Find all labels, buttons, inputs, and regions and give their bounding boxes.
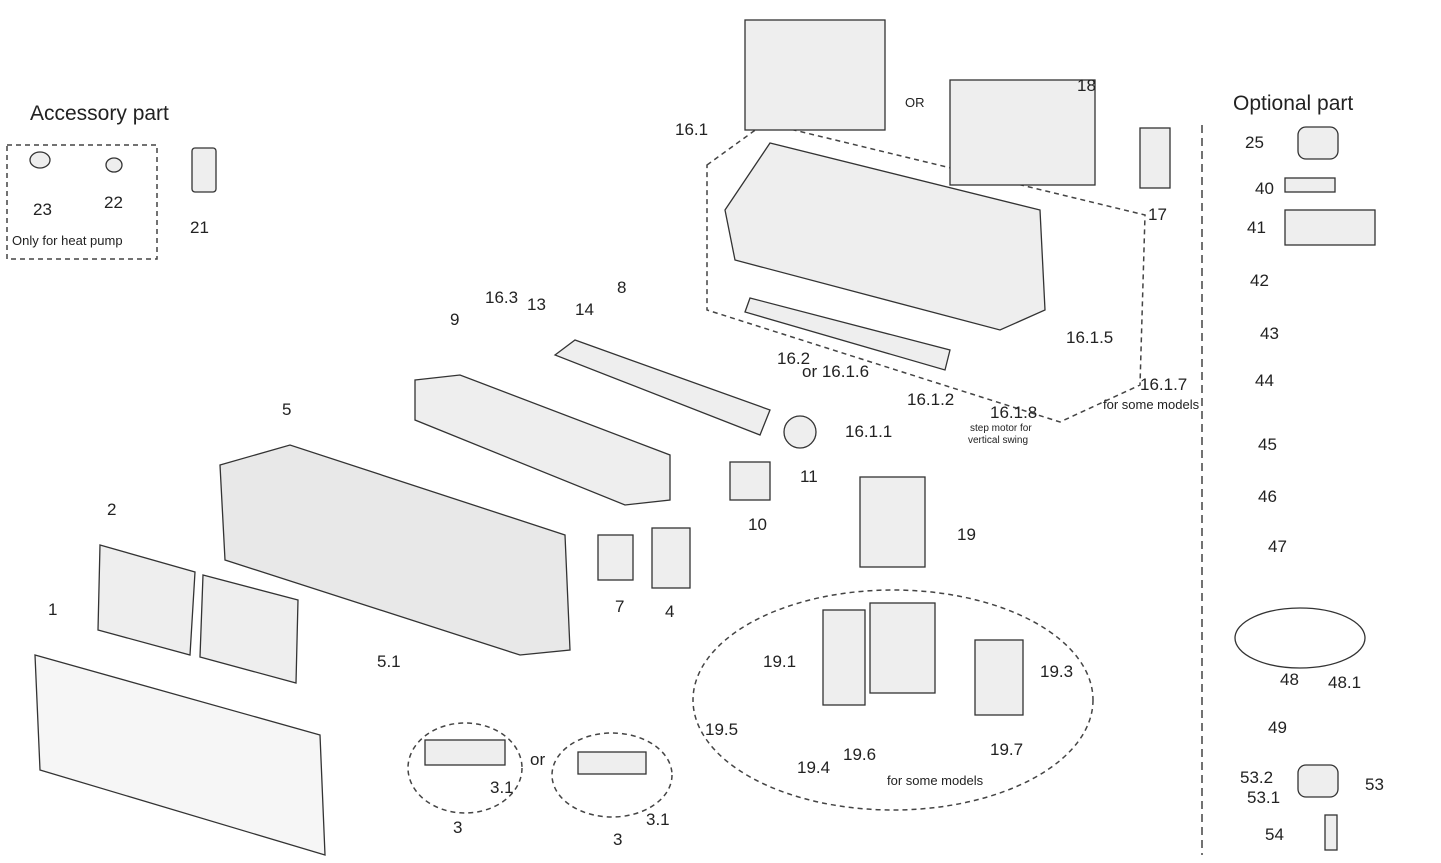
heat-pump-note: Only for heat pump — [12, 233, 123, 248]
wall-plate-b — [949, 79, 1096, 186]
bracket-17 — [1139, 127, 1171, 189]
part-label: 16.1.7 — [1140, 375, 1188, 394]
wall-plate-a — [744, 19, 886, 131]
part-label: 53 — [1365, 775, 1384, 794]
part-label: 49 — [1268, 718, 1287, 737]
box-cover-7 — [597, 534, 634, 581]
part-label: 16.1.2 — [907, 390, 955, 409]
part-label: 11 — [800, 467, 818, 486]
chassis-body — [219, 444, 571, 656]
fan-blower — [553, 339, 771, 436]
part-label: 16.1.5 — [1066, 328, 1114, 347]
part-label: 43 — [1260, 324, 1279, 343]
some-models-note: for some models — [1103, 397, 1200, 412]
or-note: OR — [905, 95, 925, 110]
part-label: 41 — [1247, 218, 1266, 237]
part-label: 54 — [1265, 825, 1284, 844]
part-label: 45 — [1258, 435, 1277, 454]
part-label: 19.6 — [843, 745, 877, 764]
part-label: 19.1 — [763, 652, 797, 671]
part-label: 19.5 — [705, 720, 739, 739]
remote-control — [191, 147, 217, 193]
part-label: 19.7 — [990, 740, 1024, 759]
part-label: 3.1 — [646, 810, 670, 829]
part-label: 10 — [748, 515, 767, 534]
back-chassis — [724, 142, 1046, 331]
part-label: 47 — [1268, 537, 1287, 556]
accessory-dashed-box — [6, 144, 158, 260]
part-label: 2 — [107, 500, 117, 519]
ring-icon — [105, 157, 123, 173]
cover-19-3 — [974, 639, 1024, 716]
part-label: 23 — [33, 200, 52, 219]
display-3a — [424, 739, 506, 766]
display-option-a-outline — [407, 722, 523, 814]
part-label: 5 — [282, 400, 292, 419]
pcb-4 — [651, 527, 691, 589]
part-label: 13 — [527, 295, 546, 314]
accessory-heading: Accessory part — [30, 102, 169, 125]
box-19-1 — [822, 609, 866, 706]
motor-holder — [729, 461, 771, 501]
part-label: 4 — [665, 602, 675, 621]
display-option-b-outline — [551, 732, 673, 818]
part-label: 5.1 — [377, 652, 401, 671]
part-label: 16.2 — [777, 349, 811, 368]
part-label: 21 — [190, 218, 209, 237]
part-label: 44 — [1255, 371, 1274, 390]
electric-box — [859, 476, 926, 568]
box-19-2 — [869, 602, 936, 694]
part-label: 7 — [615, 597, 625, 616]
some-models-note: for some models — [887, 773, 984, 788]
part-label: 16.1.1 — [845, 422, 893, 441]
part-label: 40 — [1255, 179, 1274, 198]
or-16-1-6-note: or 16.1.6 — [802, 362, 870, 381]
part-label: 25 — [1245, 133, 1264, 152]
part-label: 53.1 — [1247, 788, 1281, 807]
step-motor-note: step motor for — [970, 423, 1032, 434]
filter-right — [199, 574, 299, 684]
control-box-detail-outline — [692, 589, 1094, 811]
part-label: 14 — [575, 300, 594, 319]
part-label: 53.2 — [1240, 768, 1274, 787]
optional-53 — [1297, 764, 1339, 798]
part-label: 46 — [1258, 487, 1277, 506]
part-label: 19 — [957, 525, 976, 544]
front-panel — [34, 654, 326, 856]
part-label: 48 — [1280, 670, 1299, 689]
part-label: 16.1 — [675, 120, 709, 139]
part-label: 1 — [48, 600, 58, 619]
optional-25 — [1297, 126, 1339, 160]
part-label: 17 — [1148, 205, 1167, 224]
part-label: 8 — [617, 278, 627, 297]
filter-left — [97, 544, 196, 656]
part-label: 48.1 — [1328, 673, 1362, 692]
part-label: 3 — [453, 818, 463, 837]
part-label: 42 — [1250, 271, 1269, 290]
part-label: 22 — [104, 193, 123, 212]
part-label: 3.1 — [490, 778, 514, 797]
part-label: 19.4 — [797, 758, 831, 777]
louver — [744, 297, 951, 371]
or-note: or — [530, 750, 546, 769]
part-label: 9 — [450, 310, 460, 329]
optional-41 — [1284, 209, 1376, 246]
step-motor-note: vertical swing — [968, 435, 1029, 446]
chassis-group-outline — [706, 122, 1146, 423]
part-label: 16.1.8 — [990, 403, 1038, 422]
drain-hose-icon — [29, 151, 51, 169]
evaporator — [414, 374, 671, 506]
optional-40 — [1284, 177, 1336, 193]
part-label: 18 — [1077, 76, 1096, 95]
part-label: 19.3 — [1040, 662, 1074, 681]
optional-heading: Optional part — [1233, 92, 1354, 115]
optional-54 — [1324, 814, 1338, 851]
part-label: 3 — [613, 830, 623, 849]
connecting-pipe-48 — [1234, 607, 1366, 669]
display-3b — [577, 751, 647, 775]
part-label: 16.3 — [485, 288, 519, 307]
fan-motor — [783, 415, 817, 449]
